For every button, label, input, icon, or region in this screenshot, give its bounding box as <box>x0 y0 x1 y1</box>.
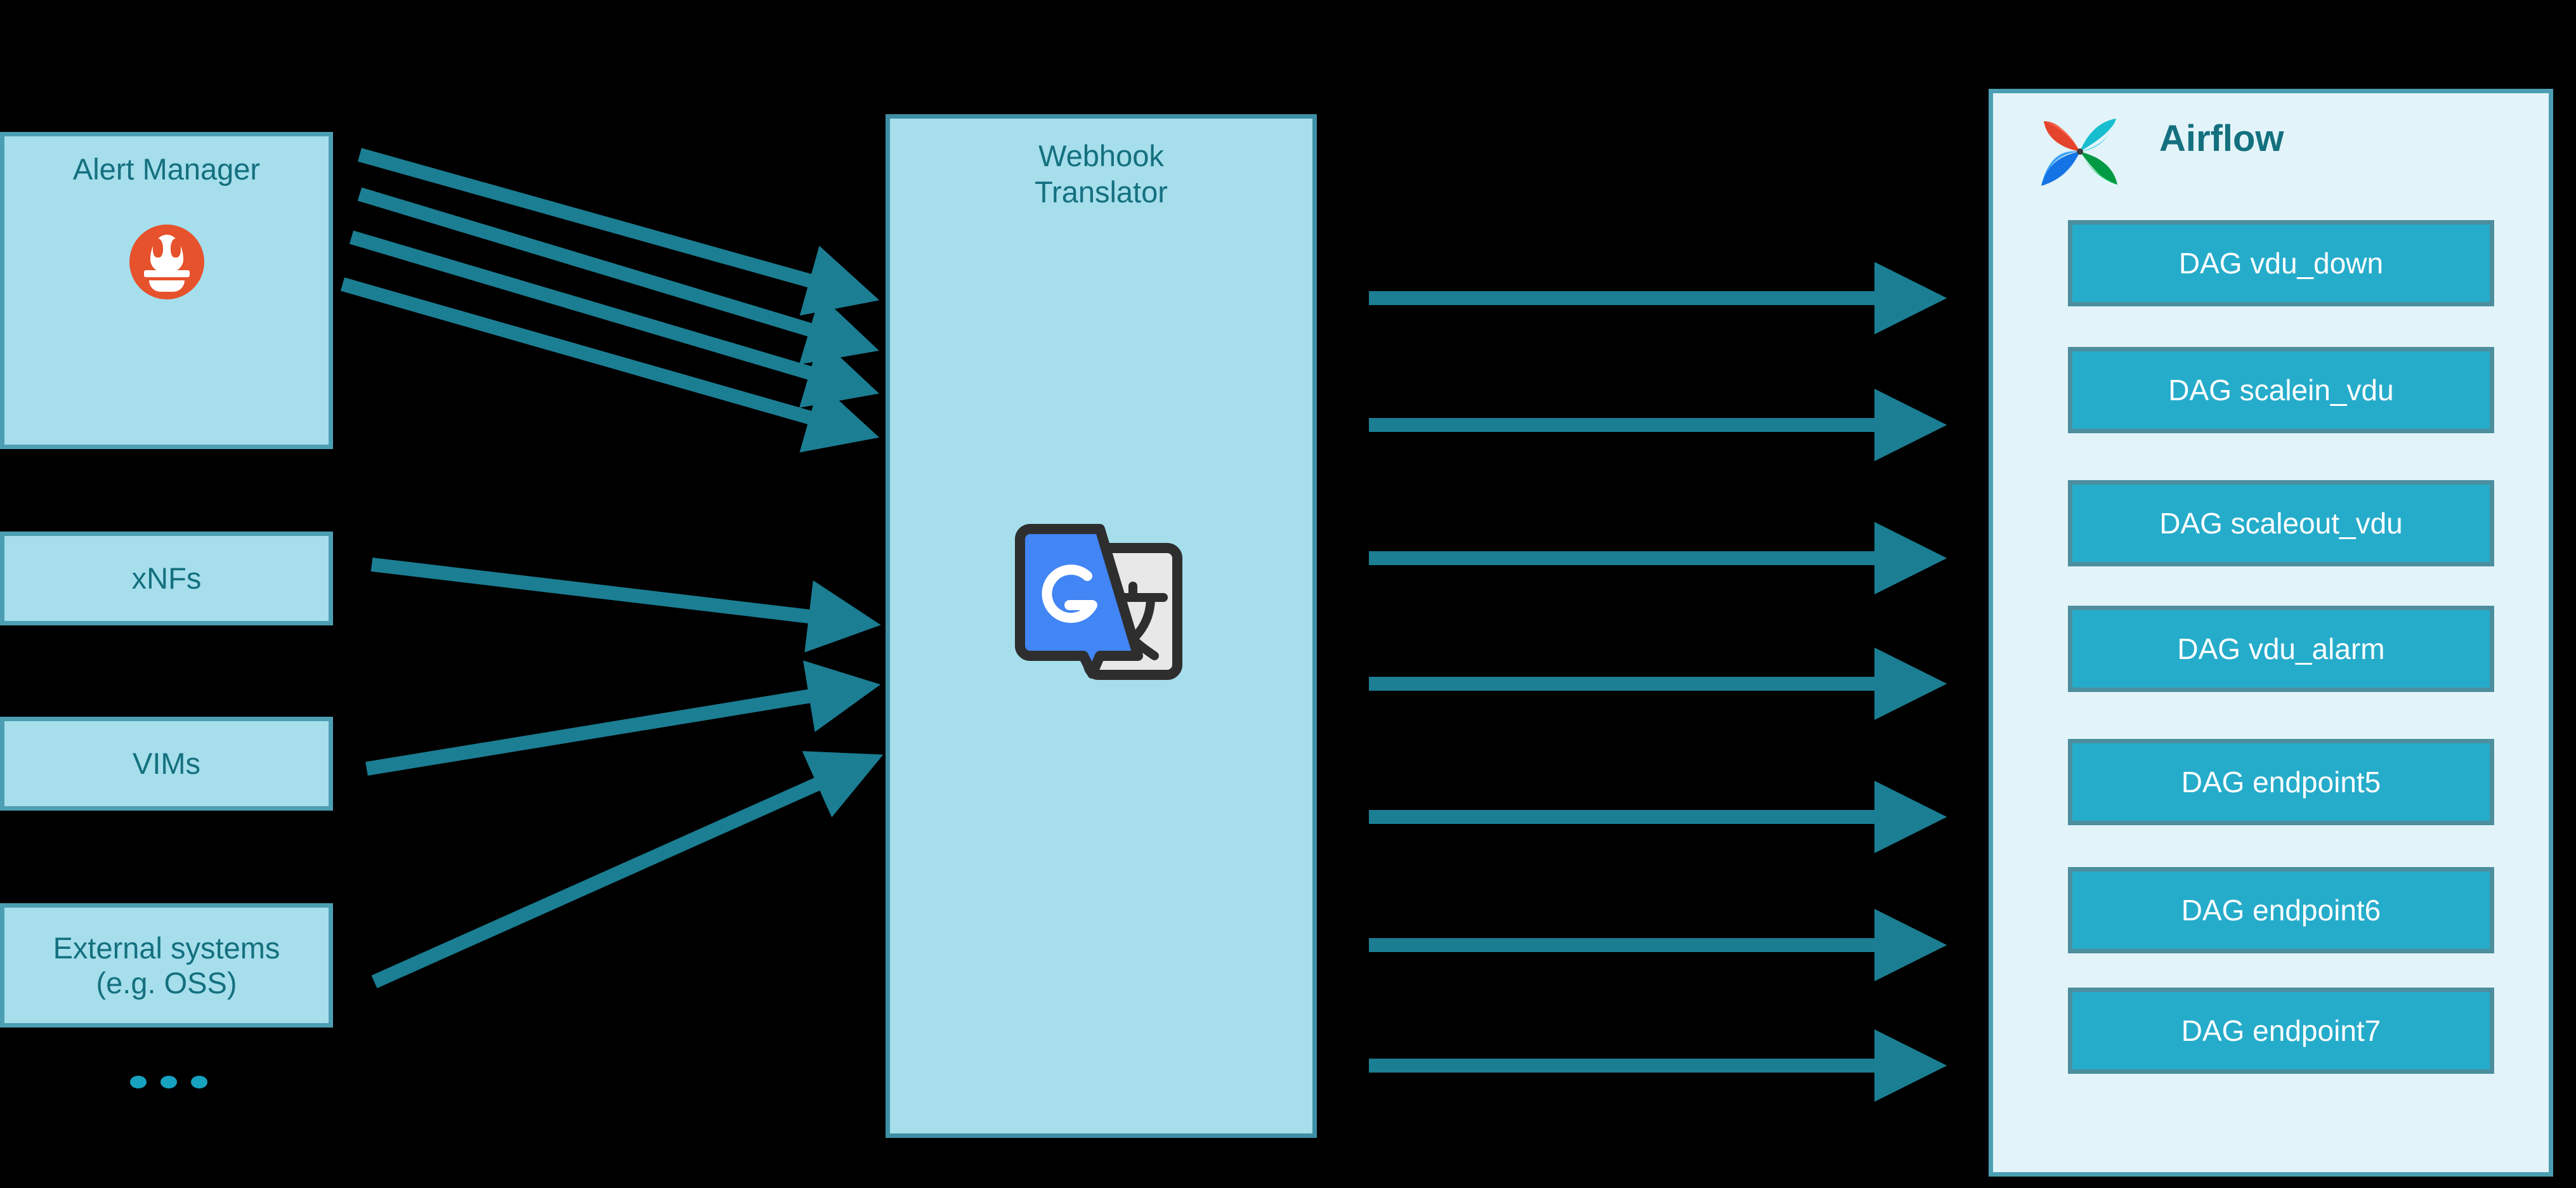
dag-box-endpoint5[interactable]: DAG endpoint5 <box>2068 739 2494 825</box>
inbound-arrows-other-sources <box>365 558 884 989</box>
airflow-panel[interactable]: Airflow DAG vdu_down DAG scalein_vdu DAG… <box>1989 89 2553 1177</box>
dag-label: DAG scaleout_vdu <box>2159 507 2403 540</box>
dag-label: DAG vdu_down <box>2178 247 2384 280</box>
source-box-vims[interactable]: VIMs <box>0 717 333 811</box>
inbound-arrows-alert-manager <box>340 148 880 453</box>
dag-box-vdu-down[interactable]: DAG vdu_down <box>2068 220 2494 306</box>
dag-box-scaleout-vdu[interactable]: DAG scaleout_vdu <box>2068 480 2494 566</box>
google-translate-icon <box>1015 524 1182 680</box>
airflow-title: Airflow <box>2159 118 2284 159</box>
dag-box-endpoint7[interactable]: DAG endpoint7 <box>2068 988 2494 1074</box>
source-label-external-systems-line1: External systems <box>53 930 280 965</box>
source-box-external-systems[interactable]: External systems (e.g. OSS) <box>0 903 333 1028</box>
webhook-translator-title-line1: Webhook <box>1038 139 1164 173</box>
more-sources-ellipsis-icon <box>130 1076 207 1088</box>
source-label-alert-manager: Alert Manager <box>72 152 261 186</box>
source-box-alert-manager[interactable]: Alert Manager <box>0 132 333 449</box>
dag-label: DAG endpoint6 <box>2181 894 2381 927</box>
dag-box-scalein-vdu[interactable]: DAG scalein_vdu <box>2068 347 2494 433</box>
dag-label: DAG scalein_vdu <box>2168 374 2394 407</box>
dag-label: DAG endpoint5 <box>2181 766 2381 799</box>
dag-box-endpoint6[interactable]: DAG endpoint6 <box>2068 867 2494 953</box>
webhook-translator-title-line2: Translator <box>1035 175 1168 209</box>
webhook-translator-box[interactable]: Webhook Translator <box>886 114 1317 1138</box>
dag-box-vdu-alarm[interactable]: DAG vdu_alarm <box>2068 606 2494 692</box>
airflow-pinwheel-icon <box>2041 119 2117 186</box>
prometheus-flame-icon <box>129 225 204 300</box>
outbound-arrows-to-airflow <box>1369 261 1947 1102</box>
source-box-xnfs[interactable]: xNFs <box>0 532 333 625</box>
dag-label: DAG endpoint7 <box>2181 1014 2381 1047</box>
source-label-vims: VIMs <box>132 747 201 781</box>
source-label-external-systems-line2: (e.g. OSS) <box>96 966 237 1000</box>
source-label-xnfs: xNFs <box>131 561 202 596</box>
dag-label: DAG vdu_alarm <box>2177 632 2385 665</box>
